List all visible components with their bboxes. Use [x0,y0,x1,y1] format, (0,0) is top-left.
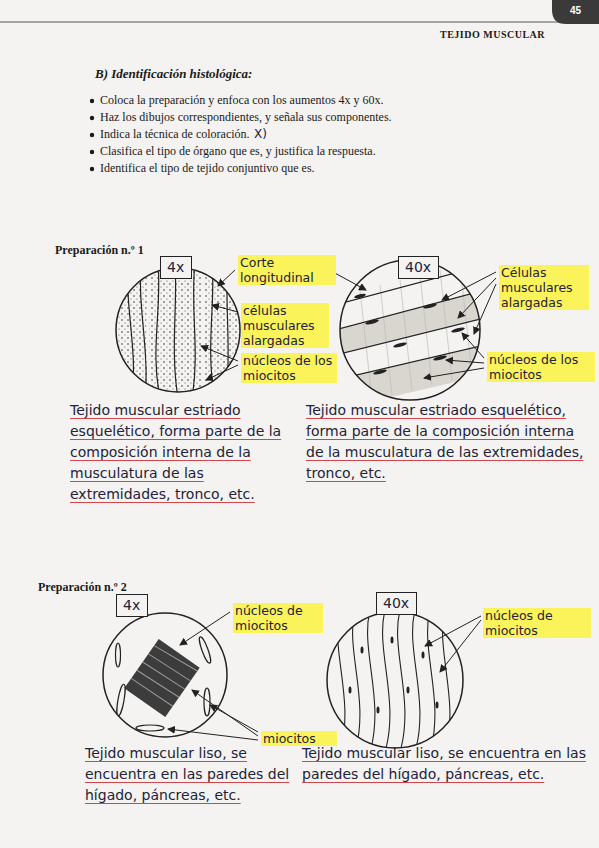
handwritten-mark: X) [254,127,267,142]
magnification-label: 40x [383,594,416,612]
page-tab [552,0,599,24]
callout-label: células musculares alargadas [241,303,329,348]
skeletal-muscle-4x [116,262,240,398]
header-rule [0,21,560,23]
callout-label: núcleos de los miocitos [487,352,595,382]
field-circle [327,612,463,748]
magnification-box: 40x [376,592,417,615]
instruction: Coloca la preparación y enfoca con los a… [100,93,384,108]
smooth-muscle-40x [327,610,463,752]
running-head: TEJIDO MUSCULAR [440,29,545,40]
instruction: Indica la técnica de coloración. [100,127,250,142]
callout-label: núcleos de los miocitos [241,353,337,383]
magnification-label: 4x [123,596,147,614]
magnification-box: 4x [116,594,148,617]
section-heading: B) Identificación histológica: [95,66,252,81]
skeletal-muscle-40x [335,260,485,410]
field-circle [103,613,227,737]
magnification-box: 40x [398,256,439,279]
handwritten-answer: Tejido muscular liso, se encuentra en la… [302,743,590,785]
callout-label: Corte longitudinal [238,255,336,285]
field-circle [116,268,240,392]
bullets [90,99,94,171]
callout-label: miocitos [261,731,337,746]
callout-label: núcleos de miocitos [233,603,323,633]
preparation-heading: Preparación n.º 1 [55,243,144,258]
magnification-label: 4x [167,258,191,276]
magnification-label: 40x [405,258,438,276]
callout-label: núcleos de miocitos [483,608,591,638]
page-number: 45 [570,5,581,16]
instruction: Identifica el tipo de tejido conjuntivo … [100,161,315,176]
field-circle [340,260,480,400]
handwritten-answer: Tejido muscular liso, se encuentra en la… [85,743,295,806]
handwritten-answer: Tejido muscular estriado esquelético, fo… [70,400,298,505]
leader-lines [168,270,496,740]
magnification-box: 4x [160,256,192,279]
handwritten-answer: Tejido muscular estriado esquelético, fo… [306,400,590,484]
callout-label: Células musculares alargadas [499,265,589,310]
smooth-muscle-4x [103,613,227,737]
preparation-heading: Preparación n.º 2 [38,580,127,595]
instruction: Clasifica el tipo de órgano que es, y ju… [100,144,376,159]
instruction: Haz los dibujos correspondientes, y seña… [100,110,392,125]
